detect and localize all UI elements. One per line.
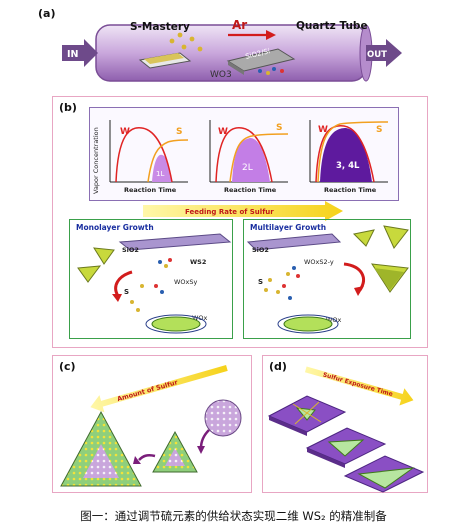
mono-cycle-arrow-icon [112,294,122,302]
nucleus-cluster [204,399,242,437]
panel-a-label: (a) [38,7,56,20]
overlap-area-34l [320,128,372,182]
furnace-diagram: WO3 S-Mastery Ar Quartz Tube SiO2/Si IN … [62,18,402,82]
feeding-rate-arrow-icon [143,201,343,221]
multi-cycle-arrow [343,262,365,291]
layer-label-34l: 3, 4L [336,161,360,171]
out-label: OUT [367,50,387,60]
growth-arrow-1 [199,429,210,449]
svg-text:Reaction Time: Reaction Time [324,186,377,194]
svg-text:W: W [318,125,328,135]
svg-text:WS2: WS2 [190,258,206,266]
svg-text:S: S [176,127,182,137]
overlap-area-2l [232,138,270,182]
in-arrow-icon [62,39,98,67]
exposure-time-label: Sulfur Exposure Time [322,371,394,398]
w-curve-3 [315,124,375,183]
layer-label-2l: 2L [242,163,253,173]
growth-arrow-2-icon [133,456,141,464]
panel-a: WO3 S-Mastery Ar Quartz Tube SiO2/Si IN … [38,5,410,85]
svg-text:S: S [124,288,129,296]
svg-text:WOxS2-y: WOxS2-y [304,258,334,266]
wo3-label: WO3 [210,70,232,80]
feeding-rate-label: Feeding Rate of Sulfur [185,208,274,216]
svg-text:S: S [258,278,263,286]
mono-substrate [118,233,232,251]
mono-triangle-1 [93,247,115,265]
multilayer-title: Multilayer Growth [250,223,326,232]
svg-text:SiO2: SiO2 [252,246,269,254]
panel-d-label: (d) [269,360,287,373]
multi-triangle-1 [352,229,375,247]
multi-substrate [246,233,342,251]
sulfur-powder [144,53,184,64]
ar-label: Ar [232,18,247,32]
plot-2l: W S 2L Reaction Time [209,120,289,194]
layer-label-1l: 1L [156,170,164,178]
plot-34l: W S 3, 4L Reaction Time [309,120,389,194]
svg-text:W: W [218,127,228,137]
s-curve-3 [317,121,389,183]
exposure-time-arrow-icon [304,366,414,406]
mono-triangle-2 [77,265,102,283]
svg-text:WOx: WOx [326,316,342,324]
feeding-rate-arrow: Feeding Rate of Sulfur [143,201,343,221]
plot-1l: W S 1L Reaction Time [109,120,189,194]
amount-sulfur-arrow-icon [90,365,228,413]
w-curve-2 [215,126,273,183]
multi-wox-source [283,316,333,332]
sio2-si-substrate [226,48,296,72]
w-curve-1 [115,126,173,183]
mono-wox-source [151,316,201,332]
figure-caption: 图一：通过调节硫元素的供给状态实现二维 WS₂ 的精准制备 [80,509,387,523]
svg-text:WOxSy: WOxSy [174,278,198,286]
panel-c: (c) Amount of Sulfur [52,355,252,493]
multi-triangle-2 [383,225,409,249]
y-axis-label: Vapor Concentration [92,127,100,194]
quartz-tube-label: Quartz Tube [296,20,368,32]
s-curve-2 [229,133,289,183]
mono-atoms [130,258,172,312]
svg-text:SiO2: SiO2 [122,246,139,254]
panel-c-label: (c) [59,360,76,373]
wo3-particles [258,67,284,75]
growth-arrow-2 [138,453,156,461]
large-crystal [357,467,415,489]
monolayer-title: Monolayer Growth [76,223,154,232]
panel-b-label: (b) [59,101,77,114]
panel-b: (b) Vapor Concentration W S 1L Reaction … [52,96,428,348]
multi-atoms [264,266,300,300]
in-label: IN [67,49,79,60]
svg-text:S: S [276,123,282,133]
svg-text:Reaction Time: Reaction Time [124,186,177,194]
multi-cycle-arrow-icon [354,286,364,296]
svg-text:W: W [120,127,130,137]
sulfur-atoms [169,32,203,52]
out-arrow-icon [366,39,402,67]
svg-text:Reaction Time: Reaction Time [224,186,277,194]
concentration-plots: Vapor Concentration W S 1L Reaction Time [89,107,399,201]
ar-flow-arrow-icon [266,30,276,40]
svg-text:S: S [376,125,382,135]
multilayer-box: Multilayer Growth SiO2 WOxS2-y S WOx [243,219,411,339]
s-mastery-label: S-Mastery [130,21,190,33]
medium-crystal [327,439,365,457]
s-curve-1 [147,139,189,183]
mono-cycle-arrow [114,270,133,297]
panel-d: (d) Sulfur Exposure Time [262,355,428,493]
growth-arrow-1-icon [197,446,205,454]
monolayer-box: Monolayer Growth SiO2 WS2 WOxSy S WOx [69,219,233,339]
amount-sulfur-label: Amount of Sulfur [116,378,179,403]
